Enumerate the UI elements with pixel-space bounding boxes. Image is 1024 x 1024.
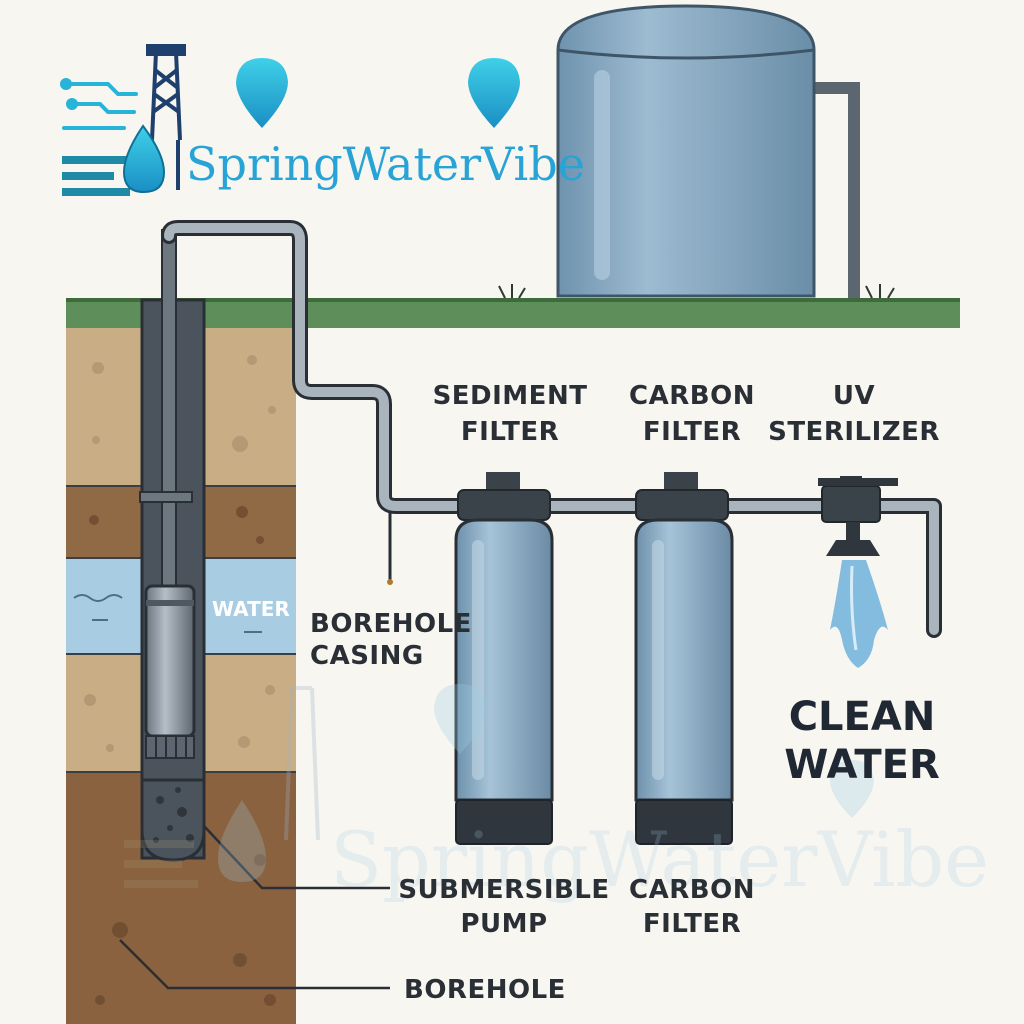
drop-icon [236, 58, 288, 128]
label-uv-sterilizer-line2: STERILIZER [768, 417, 940, 447]
ground-surface [66, 298, 960, 328]
uv-sterilizer-tap [818, 476, 898, 556]
watermark: SpringWaterVibe [124, 684, 989, 904]
clean-water-stream [830, 560, 888, 668]
label-borehole-casing-line2: CASING [310, 641, 424, 671]
storage-tank [556, 4, 860, 298]
sediment-filter-vessel [454, 472, 554, 845]
drill-rig-icon [146, 44, 186, 190]
label-clean-water-line2: WATER [784, 742, 940, 788]
label-carbon-filter-bottom-line2: FILTER [643, 909, 741, 939]
drop-icon [468, 58, 520, 128]
label-sediment-filter-line2: FILTER [461, 417, 559, 447]
borehole-casing [139, 229, 206, 862]
label-uv-sterilizer-line1: UV [833, 381, 875, 411]
grass-tufts [498, 284, 895, 299]
label-carbon-filter-bottom-line1: CARBON [629, 875, 755, 905]
label-water: WATER [212, 597, 290, 621]
label-borehole-casing-line1: BOREHOLE [310, 609, 472, 639]
label-carbon-filter-top-line2: FILTER [643, 417, 741, 447]
labels: SEDIMENT FILTER CARBON FILTER UV STERILI… [212, 381, 940, 1005]
circuit-icon [60, 78, 138, 130]
leader-lines [119, 825, 390, 990]
label-submersible-pump-line1: SUBMERSIBLE [398, 875, 609, 905]
label-borehole: BOREHOLE [404, 975, 566, 1005]
drop-icon [122, 124, 166, 194]
pipework [161, 220, 943, 638]
watermark-text: SpringWaterVibe [330, 815, 989, 904]
label-clean-water-line1: CLEAN [789, 694, 936, 740]
label-submersible-pump-line2: PUMP [460, 909, 547, 939]
label-carbon-filter-top-line1: CARBON [629, 381, 755, 411]
label-sediment-filter-line1: SEDIMENT [433, 381, 588, 411]
brand-logo: SpringWaterVibe [60, 44, 585, 196]
brand-name: SpringWaterVibe [186, 137, 585, 191]
carbon-filter-vessel [634, 472, 734, 845]
bars-decoration [62, 156, 130, 196]
submersible-pump [144, 584, 196, 759]
